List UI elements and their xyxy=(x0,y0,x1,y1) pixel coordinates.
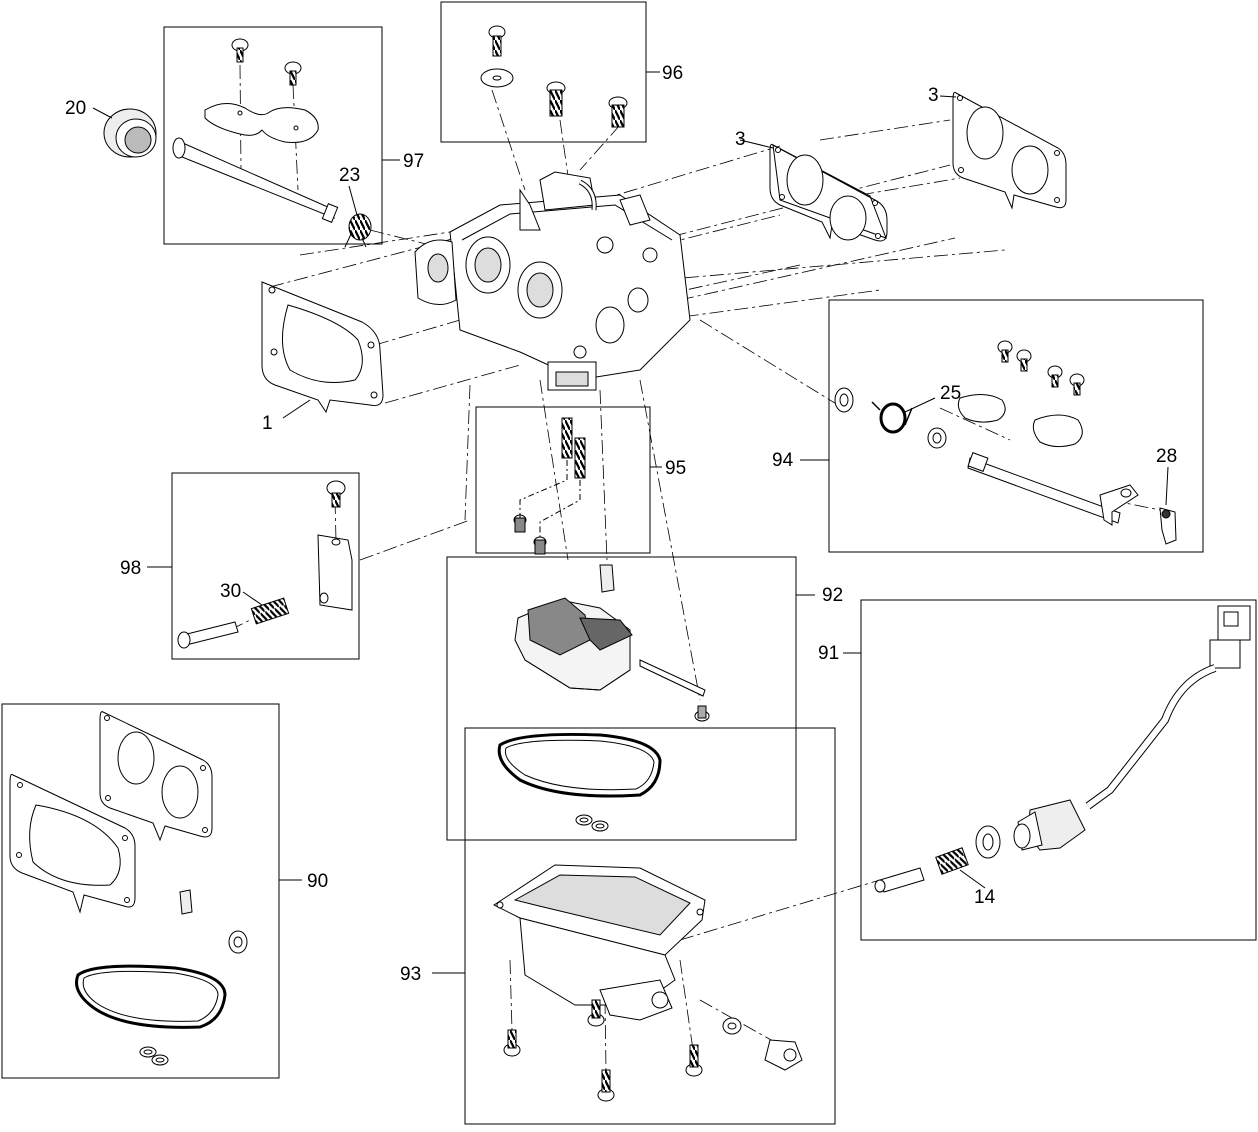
callout-28: 28 xyxy=(1156,446,1177,467)
spring-25 xyxy=(871,401,913,434)
callout-90: 90 xyxy=(307,871,328,892)
callout-94: 94 xyxy=(772,450,794,471)
kit-box-97 xyxy=(163,26,383,245)
carburetor-body xyxy=(414,171,691,391)
callout-96: 96 xyxy=(662,63,683,84)
gasket-kit-90-twin xyxy=(99,711,213,842)
fuel-solenoid-91 xyxy=(874,605,1251,893)
seal-ring-kit-90 xyxy=(75,964,227,1029)
leader-lines xyxy=(92,71,1169,974)
kit-box-95 xyxy=(475,406,651,554)
callout-3-rear: 3 xyxy=(928,85,939,106)
gasket-3-rear xyxy=(952,91,1067,210)
cap-20 xyxy=(103,108,157,158)
gasket-3-front xyxy=(769,143,888,242)
kit-box-91 xyxy=(860,599,1257,941)
callout-23: 23 xyxy=(339,165,360,186)
callout-labels: 1 3 3 14 20 23 25 28 30 90 91 92 93 94 9… xyxy=(65,63,1177,985)
spring-23 xyxy=(344,213,372,248)
o-rings xyxy=(139,387,1001,1066)
callout-97: 97 xyxy=(403,151,424,172)
callout-30: 30 xyxy=(220,581,241,602)
emulsion-kit-95 xyxy=(513,417,586,555)
kit-box-93 xyxy=(464,727,836,1125)
choke-kit-97 xyxy=(172,38,339,223)
needle-kit-90 xyxy=(179,889,193,915)
callout-93: 93 xyxy=(400,964,421,985)
seal-ring-kit-92 xyxy=(497,732,662,798)
idle-kit-98 xyxy=(177,480,353,649)
callout-20: 20 xyxy=(65,98,86,119)
callout-25: 25 xyxy=(940,383,961,404)
gasket-kit-90-oval xyxy=(9,773,136,914)
clip-28 xyxy=(1159,507,1177,545)
float-kit-92 xyxy=(514,564,710,722)
kit-box-94 xyxy=(828,299,1204,553)
callout-92: 92 xyxy=(822,585,843,606)
kit-box-90 xyxy=(1,703,280,1079)
alignment-lines xyxy=(229,64,1161,1071)
callout-3-front: 3 xyxy=(735,129,746,150)
throttle-kit-94 xyxy=(957,340,1139,526)
jet-kit-96 xyxy=(480,25,628,128)
callout-1: 1 xyxy=(262,413,273,434)
kit-box-98 xyxy=(171,472,360,660)
float-bowl-93 xyxy=(492,864,803,1102)
gasket-1 xyxy=(261,281,384,414)
callout-14: 14 xyxy=(974,887,996,908)
kit-box-92 xyxy=(446,556,797,841)
callout-91: 91 xyxy=(818,643,839,664)
callout-95: 95 xyxy=(665,458,686,479)
callout-98: 98 xyxy=(120,558,141,579)
